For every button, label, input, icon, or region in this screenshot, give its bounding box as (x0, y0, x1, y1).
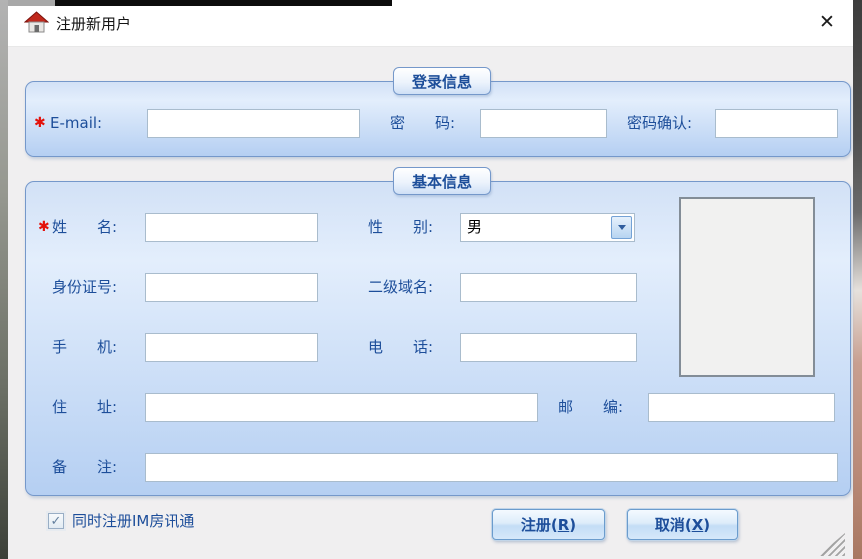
password-confirm-label: 密码确认: (627, 114, 693, 132)
required-marker: ✱ (38, 219, 50, 235)
name-label: 姓 名: (52, 218, 118, 236)
cancel-button-label-suffix: ) (703, 515, 711, 534)
remark-field[interactable] (145, 453, 838, 482)
photo-placeholder (679, 197, 815, 377)
login-info-legend: 登录信息 (393, 67, 491, 95)
mobile-field[interactable] (145, 333, 318, 362)
email-field[interactable] (147, 109, 360, 138)
window-title: 注册新用户 (56, 15, 132, 33)
email-label: E-mail: (50, 114, 103, 132)
desktop-left-edge (0, 0, 8, 559)
register-button-label-suffix: ) (569, 515, 577, 534)
basic-info-legend: 基本信息 (393, 167, 491, 195)
background-window-fragment (55, 0, 392, 6)
gender-selected-value: 男 (467, 218, 483, 236)
phone-field[interactable] (460, 333, 637, 362)
checkmark-icon: ✓ (50, 513, 62, 529)
postcode-label: 邮 编: (558, 398, 624, 416)
cancel-button-label: 取消( (654, 516, 692, 534)
register-button-label: 注册( (520, 516, 558, 534)
resize-grip[interactable] (818, 533, 845, 556)
register-new-user-dialog: 注册新用户 ✕ 登录信息 ✱ E-mail: 密 码: 密码确认: 基本信息 ✱… (8, 0, 853, 559)
password-field[interactable] (480, 109, 607, 138)
register-im-checkbox[interactable]: ✓ (48, 513, 64, 529)
id-number-field[interactable] (145, 273, 318, 302)
cancel-mnemonic: X (691, 515, 704, 534)
required-marker: ✱ (34, 115, 46, 131)
address-field[interactable] (145, 393, 538, 422)
subdomain-field[interactable] (460, 273, 637, 302)
name-field[interactable] (145, 213, 318, 242)
password-label: 密 码: (390, 114, 456, 132)
register-button[interactable]: 注册(R) (492, 509, 605, 540)
gender-select[interactable]: 男 (460, 213, 635, 242)
title-bar: 注册新用户 ✕ (8, 0, 853, 47)
cancel-button[interactable]: 取消(X) (627, 509, 738, 540)
gender-label: 性 别: (368, 218, 434, 236)
phone-label: 电 话: (368, 338, 434, 356)
register-mnemonic: R (557, 515, 570, 534)
close-icon[interactable]: ✕ (819, 11, 835, 33)
desktop-right-edge (853, 0, 862, 559)
chevron-down-icon (617, 225, 626, 230)
background-window-fragment (8, 0, 55, 6)
remark-label: 备 注: (52, 458, 118, 476)
address-label: 住 址: (52, 398, 118, 416)
house-icon (24, 11, 49, 33)
subdomain-label: 二级域名: (368, 278, 434, 296)
postcode-field[interactable] (648, 393, 835, 422)
password-confirm-field[interactable] (715, 109, 838, 138)
id-number-label: 身份证号: (52, 278, 118, 296)
mobile-label: 手 机: (52, 338, 118, 356)
dropdown-button[interactable] (611, 216, 632, 239)
register-im-checkbox-label: 同时注册IM房讯通 (72, 512, 195, 530)
